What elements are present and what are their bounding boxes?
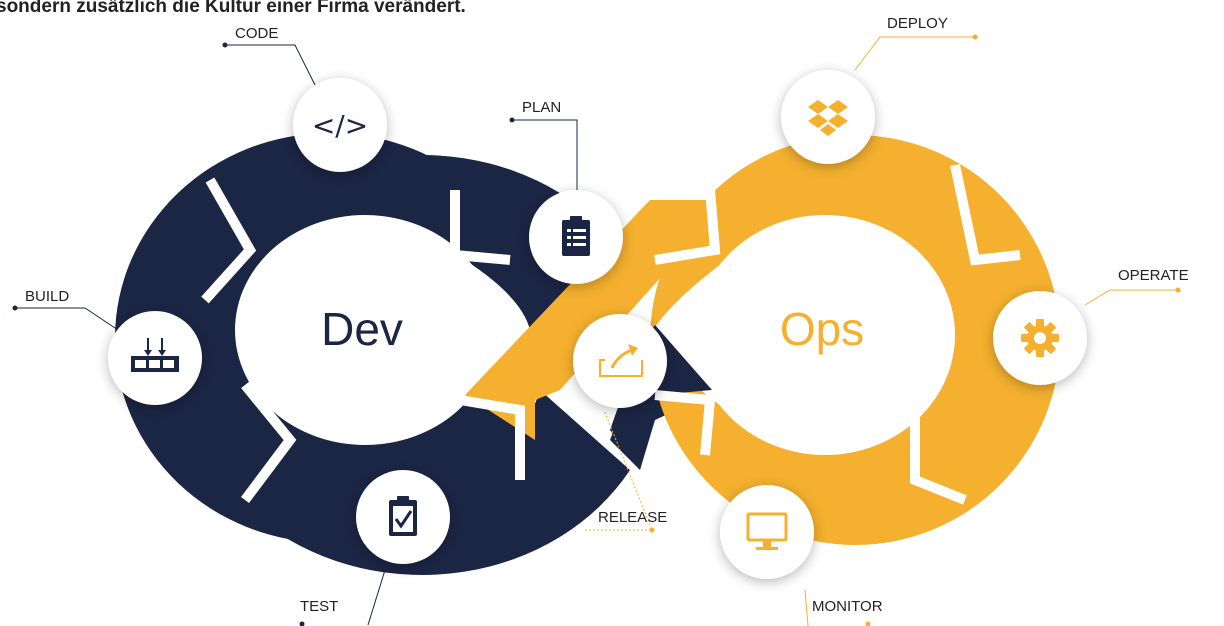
gap-dev-bottom: [241, 381, 297, 503]
gap-ops-bottomright: [910, 395, 967, 505]
gap-ops-topright: [950, 163, 1021, 266]
phase-label-operate: OPERATE: [1118, 267, 1189, 284]
dropbox-icon: [808, 100, 848, 136]
ops-label: Ops: [780, 303, 864, 355]
leader-lines: [15, 36, 1178, 626]
arrow-gaps: [201, 163, 1021, 505]
gap-dev-bottomright: [459, 395, 525, 480]
dot-monitor: [865, 621, 871, 626]
ops-inner: [695, 215, 955, 455]
gap-ops-top: [654, 189, 721, 265]
leader-build: [15, 307, 119, 331]
phase-label-release: RELEASE: [598, 509, 667, 526]
leader-deploy: [854, 36, 975, 71]
gap-ops-bottom: [654, 390, 716, 456]
leader-release: [585, 409, 653, 531]
phase-label-build: BUILD: [25, 288, 69, 305]
build-blocks-icon: [131, 338, 179, 372]
header-text: sondern zusätzlich die Kultur einer Firm…: [0, 0, 466, 17]
dot-test: [299, 621, 305, 626]
dot-code: [222, 42, 228, 48]
leader-test: [367, 569, 386, 626]
circle-release: [573, 314, 667, 408]
phase-label-monitor: MONITOR: [812, 598, 883, 615]
ops-inner-tail: [650, 250, 740, 420]
leader-monitor: [804, 589, 809, 626]
dot-deploy: [972, 34, 978, 40]
gear-icon: [1021, 319, 1059, 357]
dev-inner: [235, 215, 495, 445]
phase-label-plan: PLAN: [522, 99, 561, 116]
circle-deploy: [781, 70, 875, 164]
clipboard-check-icon: [389, 496, 417, 536]
dot-release: [649, 527, 655, 533]
gap-dev-top: [450, 190, 511, 265]
phase-label-test: TEST: [300, 598, 338, 615]
dot-plan: [509, 117, 515, 123]
dot-build: [12, 305, 18, 311]
leader-dots: [12, 34, 1181, 626]
phase-label-deploy: DEPLOY: [887, 15, 948, 32]
leader-plan: [512, 119, 578, 190]
dev-inner-tail: [440, 245, 530, 415]
circle-monitor: [720, 485, 814, 579]
dev-label: Dev: [321, 303, 403, 355]
gap-dev-topleft: [201, 177, 257, 304]
dot-operate: [1175, 287, 1181, 293]
code-brackets-icon: </>: [312, 109, 368, 142]
circle-code: [293, 78, 387, 172]
release-arrow-icon: [599, 344, 643, 377]
leader-operate: [1084, 289, 1178, 306]
leader-code: [225, 44, 316, 86]
phase-circles: [108, 70, 1087, 579]
monitor-icon: [746, 512, 788, 550]
clipboard-list-icon: [562, 216, 590, 256]
phase-label-code: CODE: [235, 25, 278, 42]
